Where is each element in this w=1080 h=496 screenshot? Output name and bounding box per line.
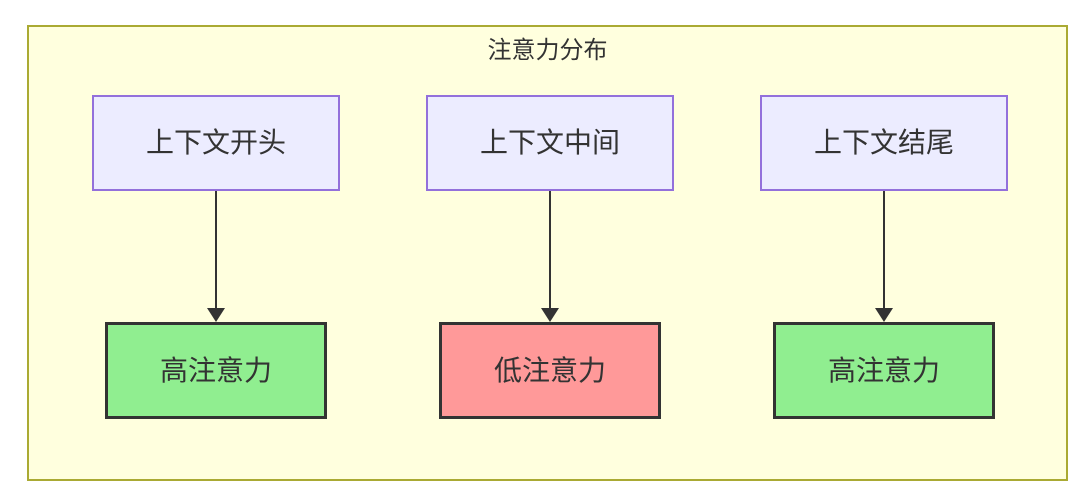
diagram-title: 注意力分布 <box>487 37 608 64</box>
down-arrow <box>541 191 559 322</box>
arrow-line <box>549 191 551 308</box>
source-node-context-start: 上下文开头 <box>92 95 340 191</box>
arrow-line <box>215 191 217 308</box>
arrow-head-icon <box>541 308 559 322</box>
target-node-high-attention: 高注意力 <box>105 322 327 419</box>
target-node-low-attention: 低注意力 <box>439 322 661 419</box>
source-node-context-middle: 上下文中间 <box>426 95 674 191</box>
arrow-head-icon <box>875 308 893 322</box>
source-node-label: 上下文中间 <box>479 127 620 158</box>
down-arrow <box>875 191 893 322</box>
target-node-high-attention: 高注意力 <box>773 322 995 419</box>
source-node-context-end: 上下文结尾 <box>760 95 1008 191</box>
source-node-label: 上下文开头 <box>145 127 286 158</box>
flow-column-context-middle: 上下文中间 低注意力 <box>426 95 674 419</box>
target-node-label: 高注意力 <box>827 354 940 386</box>
arrow-head-icon <box>207 308 225 322</box>
flow-column-context-end: 上下文结尾 高注意力 <box>760 95 1008 419</box>
arrow-line <box>883 191 885 308</box>
attention-distribution-cluster: 注意力分布 上下文开头 高注意力 上下文中间 低注意力 <box>27 25 1068 481</box>
source-node-label: 上下文结尾 <box>813 127 954 158</box>
flow-column-context-start: 上下文开头 高注意力 <box>92 95 340 419</box>
down-arrow <box>207 191 225 322</box>
target-node-label: 低注意力 <box>493 354 606 386</box>
target-node-label: 高注意力 <box>159 354 272 386</box>
